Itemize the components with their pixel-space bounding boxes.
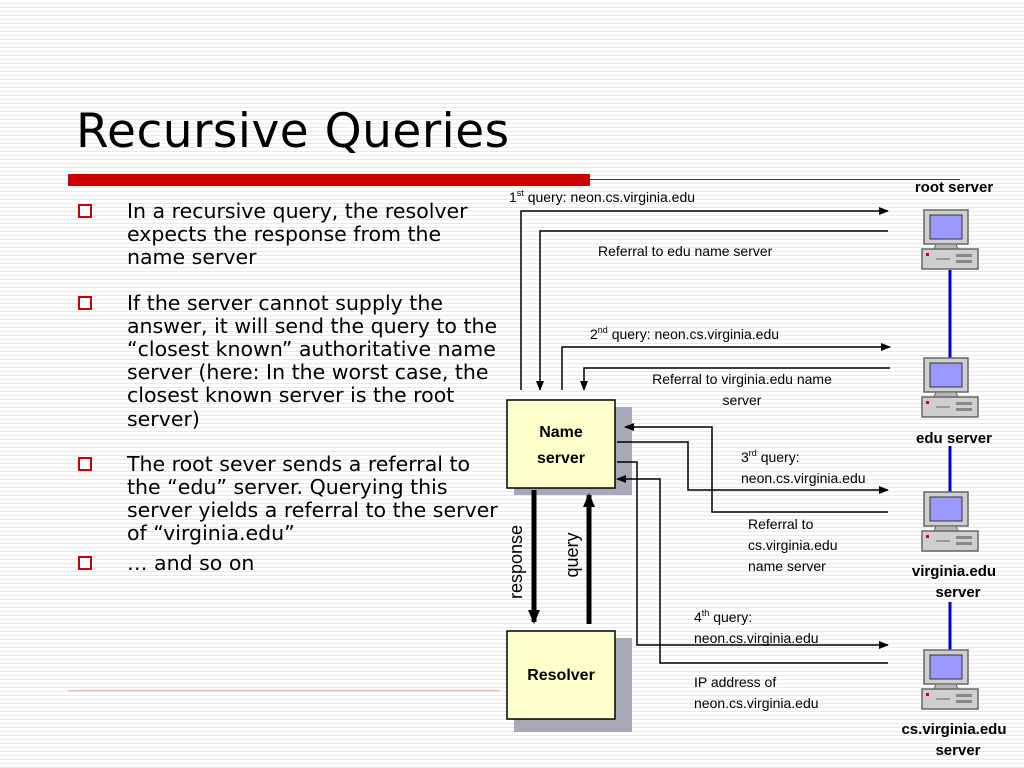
root-server-label: root server — [915, 179, 994, 196]
query-4-arrow — [617, 461, 889, 649]
query-2-label: 2nd query: neon.cs.virginia.edu — [590, 325, 779, 342]
bullet-item: The root sever sends a referral to the “… — [76, 451, 500, 546]
edu-server-label: edu server — [916, 430, 992, 447]
name-server-box — [506, 399, 616, 489]
title-accent-bar — [68, 174, 590, 186]
root-server-computer-icon — [921, 209, 979, 270]
referral-3-arrow — [624, 423, 888, 513]
query-2-arrow — [561, 343, 891, 390]
bullet-list: In a recursive query, the resolver expec… — [76, 199, 500, 597]
square-bullet-icon — [78, 555, 92, 570]
virginia-server-computer-icon — [921, 491, 979, 552]
referral-1-label: Referral to edu name server — [598, 243, 773, 259]
bottom-divider-line — [68, 690, 500, 691]
square-bullet-icon — [78, 456, 92, 471]
title-divider-line — [590, 179, 960, 180]
square-bullet-icon — [78, 295, 92, 310]
bullet-item: In a recursive query, the resolver expec… — [76, 199, 500, 270]
resolver-box — [506, 630, 616, 720]
query-1-label: 1st query: neon.cs.virginia.edu — [509, 188, 695, 205]
query-4-label: 4th query:neon.cs.virginia.edu — [694, 608, 819, 646]
bullet-item: If the server cannot supply the answer, … — [76, 290, 500, 431]
bullet-text: … and so on — [127, 550, 255, 575]
resolver-label: Resolver — [527, 667, 595, 684]
query-3-label: 3rd query:neon.cs.virginia.edu — [741, 448, 866, 486]
bullet-text: In a recursive query, the resolver expec… — [127, 199, 468, 270]
query-1-arrow — [520, 207, 889, 390]
query-3-arrow — [617, 441, 889, 494]
bullet-text: The root sever sends a referral to the “… — [127, 451, 498, 546]
edu-server-computer-icon — [921, 357, 979, 418]
square-bullet-icon — [78, 204, 92, 218]
response-label: response — [506, 525, 526, 599]
bullet-text: If the server cannot supply the answer, … — [127, 290, 498, 431]
referral-1-arrow — [536, 230, 888, 391]
ip-reply-arrow — [616, 475, 888, 664]
bullet-item: … and so on — [76, 550, 500, 575]
referral-2-arrow — [580, 367, 890, 391]
query-label: query — [562, 532, 582, 577]
slide-title: Recursive Queries — [76, 104, 510, 159]
cs-server-computer-icon — [921, 649, 979, 710]
